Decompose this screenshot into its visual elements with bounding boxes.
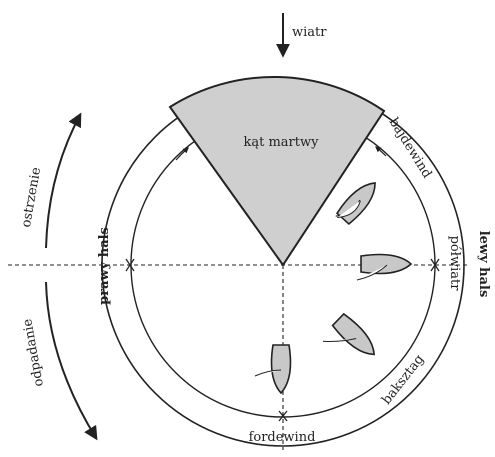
wind-label: wiatr — [292, 25, 327, 40]
dead-angle-label: kąt martwy — [244, 135, 320, 150]
running-label: fordewind — [249, 430, 316, 445]
starboard-tack-label: prawy hals — [97, 227, 112, 305]
inner-arrow-left — [176, 148, 188, 160]
sailboat-icon — [320, 313, 381, 373]
sailboat-icon — [334, 177, 382, 228]
port-tack-label: lewy hals — [476, 231, 491, 298]
luffing-label: ostrzenie — [19, 166, 44, 229]
beam-reach-label: półwiatr — [447, 236, 462, 292]
curved-arrow-down-icon — [46, 282, 96, 438]
sailboat-icon — [357, 255, 411, 280]
close-hauled-label: bajdewind — [386, 115, 435, 181]
dead-angle-sector — [170, 77, 384, 265]
sailboat-icon — [255, 345, 290, 393]
bearing-away-label: odpadanie — [20, 317, 47, 387]
curved-arrow-up-icon — [46, 115, 80, 248]
